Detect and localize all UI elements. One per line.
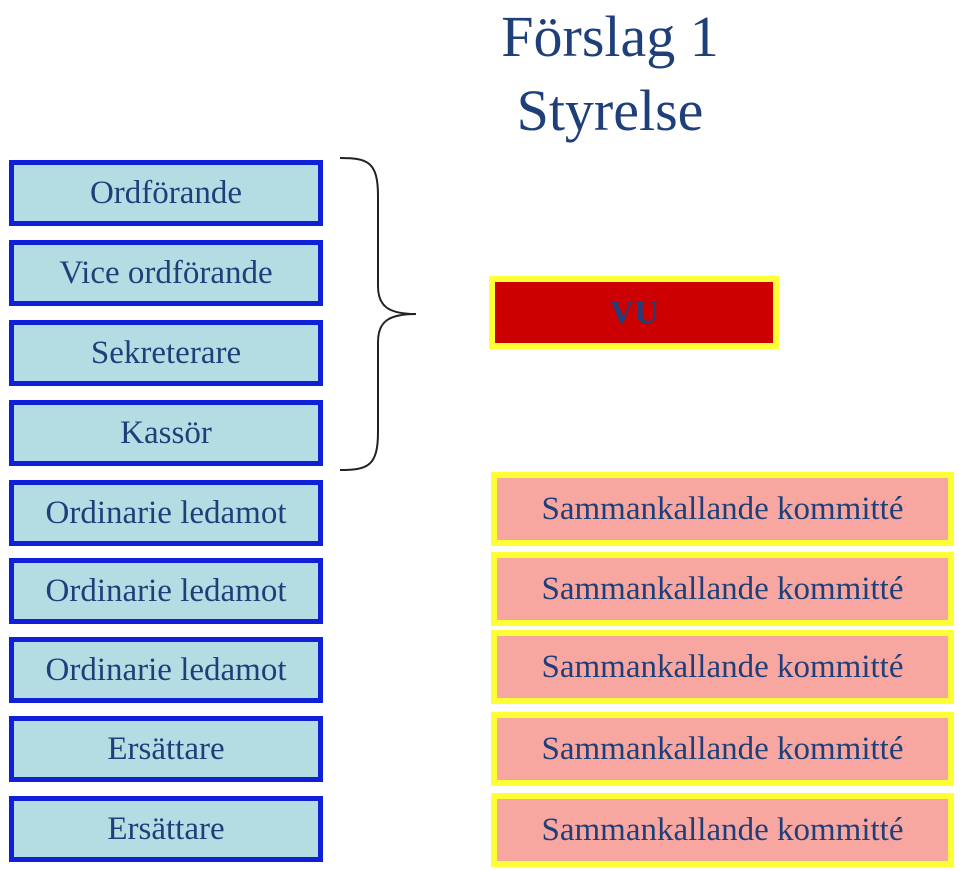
committee-box: Sammankallande kommitté [491,472,954,546]
vu-box: VU [489,276,779,349]
board-role-box: Vice ordförande [9,240,323,306]
board-role-label: Sekreterare [90,334,242,371]
board-role-label: Vice ordförande [59,254,273,291]
board-role-box: Ersättare [9,716,323,782]
brace-path [339,157,417,471]
board-role-label: Ordförande [89,174,243,211]
committee-label: Sammankallande kommitté [541,648,904,685]
committee-label: Sammankallande kommitté [541,730,904,767]
board-role-label: Ersättare [107,730,225,767]
committee-box: Sammankallande kommitté [491,793,954,867]
title-line-1: Förslag 1 [501,4,719,69]
committee-label: Sammankallande kommitté [541,490,904,527]
grouping-brace [339,157,417,471]
committee-label: Sammankallande kommitté [541,811,904,848]
board-role-label: Ersättare [107,810,225,847]
title-line-2: Styrelse [516,78,704,143]
committee-label: Sammankallande kommitté [541,570,904,607]
board-role-label: Ordinarie ledamot [45,651,287,688]
committee-box: Sammankallande kommitté [491,552,954,626]
board-role-box: Ordinarie ledamot [9,558,323,624]
page-title: Förslag 1 Styrelse [420,0,800,148]
board-role-label: Ordinarie ledamot [45,572,287,609]
board-role-box: Ersättare [9,796,323,862]
board-role-box: Ordinarie ledamot [9,637,323,703]
committee-box: Sammankallande kommitté [491,712,954,786]
board-role-box: Ordinarie ledamot [9,480,323,546]
vu-label: VU [609,293,659,331]
committee-box: Sammankallande kommitté [491,630,954,704]
board-role-label: Ordinarie ledamot [45,494,287,531]
board-role-box: Ordförande [9,160,323,226]
board-role-box: Kassör [9,400,323,466]
board-role-box: Sekreterare [9,320,323,386]
board-role-label: Kassör [120,414,212,451]
